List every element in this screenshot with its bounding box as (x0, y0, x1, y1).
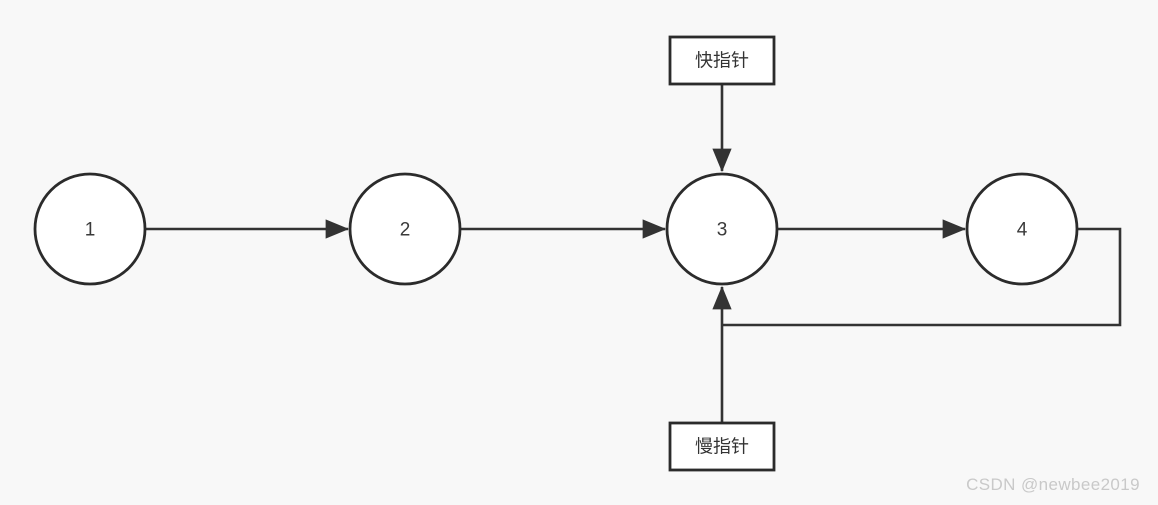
node-4-label: 4 (1017, 220, 1028, 241)
node-4[interactable]: 4 (965, 172, 1079, 286)
edge-4-to-3-loop (722, 227, 1122, 327)
node-2-label: 2 (400, 220, 411, 241)
node-2[interactable]: 2 (348, 172, 462, 286)
node-3-label: 3 (717, 220, 728, 241)
node-4-circle (965, 172, 1079, 286)
node-1[interactable]: 1 (33, 172, 147, 286)
box-slow-pointer[interactable]: 慢指针 (668, 421, 776, 472)
box-slow-pointer-frame (668, 421, 776, 472)
watermark: CSDN @newbee2019 (966, 475, 1140, 494)
box-fast-pointer-frame (668, 35, 776, 86)
node-1-label: 1 (85, 220, 96, 241)
box-fast-pointer-label: 快指针 (695, 51, 749, 72)
node-2-circle (348, 172, 462, 286)
box-fast-pointer[interactable]: 快指针 (668, 35, 776, 86)
node-3[interactable]: 3 (665, 172, 779, 286)
box-slow-pointer-label: 慢指针 (695, 437, 749, 458)
node-1-circle (33, 172, 147, 286)
node-3-circle (665, 172, 779, 286)
